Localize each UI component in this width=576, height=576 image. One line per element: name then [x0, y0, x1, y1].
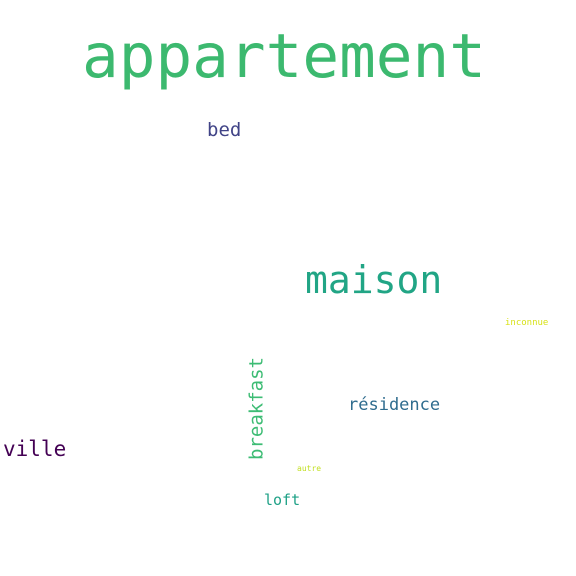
word-appartement: appartement	[82, 21, 486, 92]
word-maison: maison	[305, 258, 443, 302]
word-residence: résidence	[348, 395, 441, 415]
word-loft: loft	[264, 491, 301, 509]
word-bed: bed	[207, 119, 242, 141]
word-inconnue: inconnue	[505, 318, 549, 328]
word-ville: ville	[3, 437, 67, 461]
word-autre: autre	[297, 464, 322, 473]
word-breakfast: breakfast	[245, 357, 268, 460]
